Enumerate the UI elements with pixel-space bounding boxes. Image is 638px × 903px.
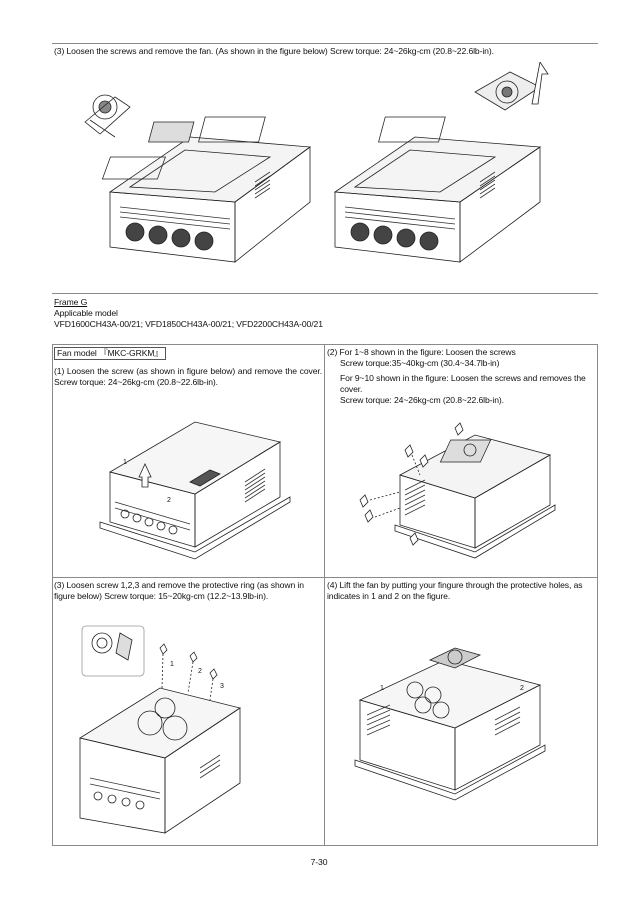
figure-loosen-screws bbox=[355, 420, 565, 570]
lift-hole-label-1: 1 bbox=[380, 685, 384, 692]
ring-screw-label-2: 2 bbox=[198, 668, 202, 675]
cell1-instruction: (1) Loosen the screw (as shown in figure… bbox=[54, 366, 322, 387]
top-rule bbox=[52, 43, 598, 44]
table-right-border bbox=[597, 344, 598, 846]
cover-screw-label-1: 1 bbox=[123, 459, 127, 466]
drive-top-screws-illustration bbox=[359, 422, 556, 559]
cell2-line3: For 9~10 shown in the figure: Loosen the… bbox=[340, 373, 586, 394]
frame-title: Frame G bbox=[54, 297, 88, 307]
ring-screw-label-3: 3 bbox=[220, 683, 224, 690]
figure-remove-fan bbox=[70, 62, 580, 287]
applicable-model-label: Applicable model bbox=[54, 308, 118, 318]
drive-illustration-pair bbox=[84, 62, 549, 263]
table-center-divider bbox=[324, 344, 325, 846]
fan-model-label: Fan model 『MKC-GRKM』 bbox=[54, 347, 166, 360]
figure-remove-cover: 1 2 bbox=[95, 402, 295, 567]
figure-lift-fan: 1 2 bbox=[345, 640, 555, 810]
cover-screw-label-2: 2 bbox=[167, 497, 171, 504]
cell2-line1: (2) For 1~8 shown in the figure: Loosen … bbox=[327, 347, 516, 357]
cell3-instruction: (3) Loosen screw 1,2,3 and remove the pr… bbox=[54, 580, 304, 601]
fan-model-tag: Fan model 『MKC-GRKM』 bbox=[54, 347, 166, 360]
drive-cover-illustration: 1 2 bbox=[99, 421, 291, 560]
figure-remove-ring: 1 2 3 bbox=[70, 618, 250, 840]
lift-hole-label-2: 2 bbox=[520, 685, 524, 692]
table-middle-border bbox=[52, 577, 598, 578]
cell2-line2: Screw torque:35~40kg-cm (30.4~34.7lb-in) bbox=[340, 358, 500, 368]
step3-instruction: (3) Loosen the screws and remove the fan… bbox=[54, 46, 494, 56]
ring-screw-label-1: 1 bbox=[170, 661, 174, 668]
cell2-line4: Screw torque: 24~26kg-cm (20.8~22.6lb-in… bbox=[340, 395, 504, 405]
table-bottom-border bbox=[52, 845, 598, 846]
page-number: 7-30 bbox=[310, 857, 328, 867]
frame-rule bbox=[52, 293, 598, 294]
applicable-model-list: VFD1600CH43A-00/21; VFD1850CH43A-00/21; … bbox=[54, 319, 323, 329]
cell4-instruction: (4) Lift the fan by putting your fingure… bbox=[327, 580, 583, 601]
drive-fan-lift-illustration: 1 2 bbox=[354, 647, 546, 801]
drive-ring-illustration: 1 2 3 bbox=[78, 625, 241, 834]
table-left-border bbox=[52, 344, 53, 846]
table-top-border bbox=[52, 344, 598, 345]
